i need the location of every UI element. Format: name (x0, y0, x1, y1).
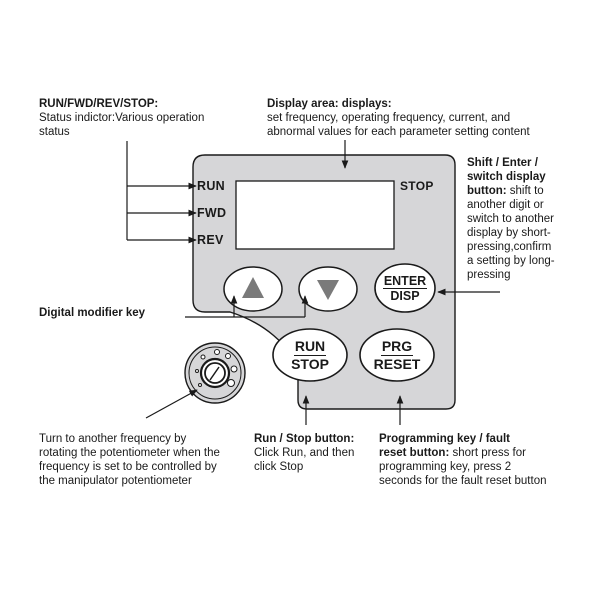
modifier-callout-title: Digital modifier key (39, 307, 146, 319)
display-callout-line-1: set frequency, operating frequency, curr… (267, 112, 511, 124)
shift-callout-title-1: Shift / Enter / (467, 157, 538, 169)
run-stop-callout: Run / Stop button: Click Run, and then c… (254, 432, 354, 474)
shift-callout-title-3: button: (467, 185, 507, 197)
status-callout-title: RUN/FWD/REV/STOP: (39, 98, 159, 110)
enter-disp-label: ENTER DISP (375, 274, 435, 303)
run-label: RUN (293, 338, 327, 356)
potentiometer-callout-line-3: frequency is set to be controlled by (39, 461, 217, 473)
shift-callout-after-title: shift to (506, 185, 544, 197)
stop-indicator: STOP (400, 179, 434, 193)
display-callout-title: Display area: displays: (267, 98, 392, 110)
shift-callout-line-3: display by short- (467, 227, 551, 239)
display-callout-line-2: abnormal values for each parameter setti… (267, 126, 530, 138)
fwd-indicator: FWD (197, 206, 227, 220)
display-screen (235, 180, 395, 250)
prg-reset-callout: Programming key / fault reset button: sh… (379, 432, 547, 488)
enter-label: ENTER (382, 274, 428, 289)
potentiometer-callout: Turn to another frequency by rotating th… (39, 432, 220, 488)
potentiometer-knob[interactable] (184, 342, 246, 404)
run-stop-callout-line-1: Click Run, and then (254, 447, 355, 459)
shift-callout-title-2: switch display (467, 171, 546, 183)
run-stop-label: RUN STOP (275, 338, 345, 373)
disp-label: DISP (390, 289, 420, 303)
modifier-leader (185, 295, 309, 318)
stop-label: STOP (291, 356, 329, 372)
shift-callout: Shift / Enter / switch display button: s… (467, 156, 597, 282)
shift-callout-line-4: pressing,confirm (467, 241, 552, 253)
run-stop-callout-line-2: click Stop (254, 461, 304, 473)
potentiometer-leader (145, 389, 198, 419)
shift-callout-line-1: another digit or (467, 199, 544, 211)
reset-label: RESET (373, 356, 421, 372)
shift-callout-line-6: pressing (467, 269, 511, 281)
run-stop-callout-title: Run / Stop button: (254, 433, 355, 445)
prg-reset-callout-title-2: reset button: (379, 447, 450, 459)
status-leader (126, 141, 197, 244)
rev-indicator: REV (197, 233, 224, 247)
shift-callout-line-2: switch to another (467, 213, 554, 225)
run-indicator: RUN (197, 179, 225, 193)
prg-reset-callout-title-1: Programming key / fault (379, 433, 511, 445)
down-key[interactable] (298, 266, 358, 312)
prg-reset-callout-line-1: programming key, press 2 (379, 461, 512, 473)
status-callout: RUN/FWD/REV/STOP: Status indictor:Variou… (39, 97, 204, 139)
prg-reset-label: PRG RESET (362, 338, 432, 373)
potentiometer-callout-line-2: rotating the potentiometer when the (39, 447, 220, 459)
prg-label: PRG (380, 338, 414, 356)
potentiometer-callout-line-4: the manipulator potentiometer (39, 475, 192, 487)
up-key[interactable] (223, 266, 283, 312)
down-arrow-icon (317, 280, 339, 300)
prg-reset-callout-after-title: short press for (449, 447, 526, 459)
prg-reset-callout-line-2: seconds for the fault reset button (379, 475, 547, 487)
potentiometer-callout-line-1: Turn to another frequency by (39, 433, 187, 445)
up-arrow-icon (242, 277, 264, 298)
display-callout: Display area: displays: set frequency, o… (267, 97, 530, 139)
shift-callout-line-5: a setting by long- (467, 255, 555, 267)
status-callout-line-1: Status indictor:Various operation (39, 112, 205, 124)
status-callout-line-2: status (39, 126, 70, 138)
